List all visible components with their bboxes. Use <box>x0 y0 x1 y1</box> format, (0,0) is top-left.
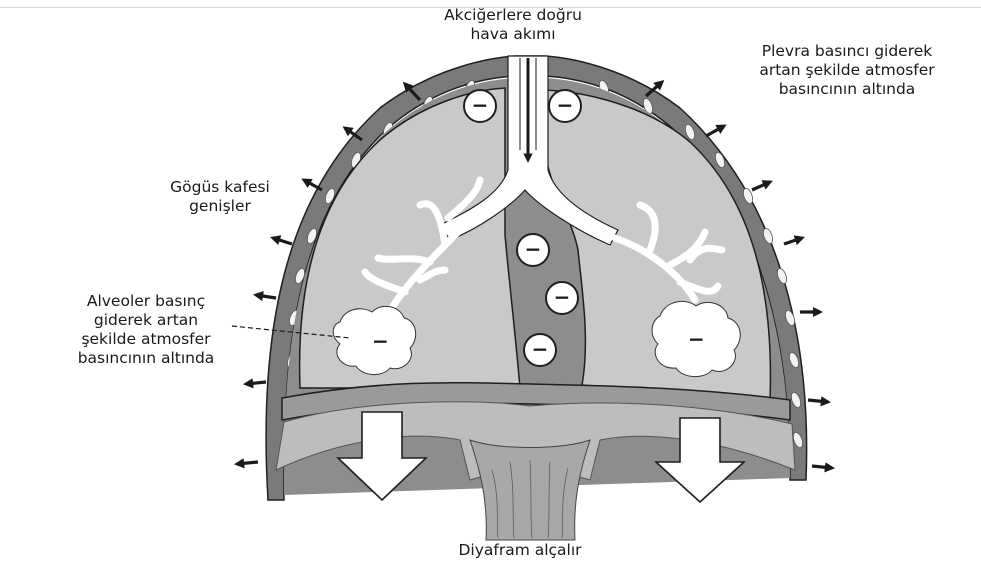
svg-text:−: − <box>688 327 705 351</box>
expansion-arrow-7 <box>237 462 258 464</box>
expansion-arrow-13 <box>808 400 828 402</box>
diaphragm-label: Diyafram alçalır <box>420 541 620 560</box>
pressure-circle-4: − <box>546 282 578 314</box>
chest-expands-label: Gögüs kafesi genişler <box>140 178 300 216</box>
expansion-arrow-14 <box>812 466 832 468</box>
expansion-arrow-10 <box>752 182 770 190</box>
svg-text:−: − <box>557 93 574 117</box>
svg-text:−: − <box>372 329 389 353</box>
alveolar-pressure-label: Alveoler basınç giderek artan şekilde at… <box>52 292 240 368</box>
pressure-circle-3: − <box>517 234 549 266</box>
svg-text:−: − <box>554 285 571 309</box>
svg-text:−: − <box>472 93 489 117</box>
pressure-circle-5: − <box>524 334 556 366</box>
expansion-arrow-4 <box>273 238 292 244</box>
right-alveoli-minus: − <box>688 327 705 351</box>
expansion-arrow-6 <box>246 382 266 384</box>
svg-text:−: − <box>532 337 549 361</box>
pleural-pressure-label: Plevra basıncı giderek artan şekilde atm… <box>718 42 976 99</box>
airflow-label: Akciğerlere doğru hava akımı <box>418 6 608 44</box>
expansion-arrow-9 <box>706 126 724 136</box>
pressure-circle-2: − <box>549 90 581 122</box>
expansion-arrow-11 <box>784 238 802 244</box>
pressure-circle-1: − <box>464 90 496 122</box>
svg-text:−: − <box>525 237 542 261</box>
expansion-arrow-5 <box>256 295 276 298</box>
central-column <box>470 440 590 540</box>
left-alveoli-minus: − <box>372 329 389 353</box>
